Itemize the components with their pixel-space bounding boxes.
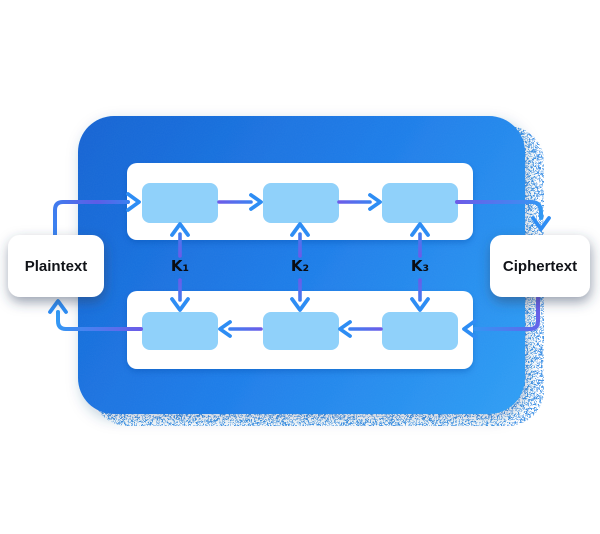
arrowhead-left-icon	[462, 319, 477, 339]
cipher-block-decrypt-3	[382, 312, 458, 350]
key-label-3: K₃	[411, 257, 429, 275]
ciphertext-label: Ciphertext	[503, 258, 577, 275]
arrowhead-down-icon	[410, 297, 430, 312]
arrowhead-left-icon	[338, 320, 352, 338]
arrow-ciphertext-to-decrypt3	[473, 296, 540, 331]
arrowhead-right-icon	[368, 193, 382, 211]
arrowhead-up-icon	[170, 222, 190, 237]
key-columns: K₁ K₂ K₃	[170, 222, 430, 312]
outer-loop-connectors	[48, 192, 551, 339]
encryption-row	[142, 183, 458, 223]
arrow-encrypt3-to-ciphertext	[455, 200, 543, 220]
arrowhead-down-icon	[170, 297, 190, 312]
arrowhead-down-icon	[290, 297, 310, 312]
cipher-block-encrypt-1	[142, 183, 218, 223]
row-connectors	[217, 193, 383, 338]
plaintext-node: Plaintext	[8, 235, 104, 297]
arrowhead-left-icon	[218, 320, 232, 338]
arrowhead-down-icon	[531, 216, 551, 231]
arrowhead-up-icon	[290, 222, 310, 237]
cipher-block-encrypt-2	[263, 183, 339, 223]
ciphertext-box	[490, 235, 590, 297]
plaintext-label: Plaintext	[25, 258, 88, 275]
arrowhead-right-icon	[249, 193, 263, 211]
key-label-1: K₁	[171, 257, 189, 275]
key-label-2: K₂	[291, 257, 309, 275]
arrow-decrypt1-to-plaintext	[56, 310, 143, 331]
cipher-block-encrypt-3	[382, 183, 458, 223]
decryption-row	[142, 312, 458, 350]
cipher-block-decrypt-2	[263, 312, 339, 350]
arrowhead-up-icon	[410, 222, 430, 237]
arrow-plaintext-to-encrypt1	[53, 200, 130, 238]
arrowhead-up-icon	[48, 299, 68, 314]
ciphertext-node: Ciphertext	[490, 235, 590, 297]
plaintext-box	[8, 235, 104, 297]
cipher-block-decrypt-1	[142, 312, 218, 350]
arrowhead-right-icon	[126, 192, 141, 212]
